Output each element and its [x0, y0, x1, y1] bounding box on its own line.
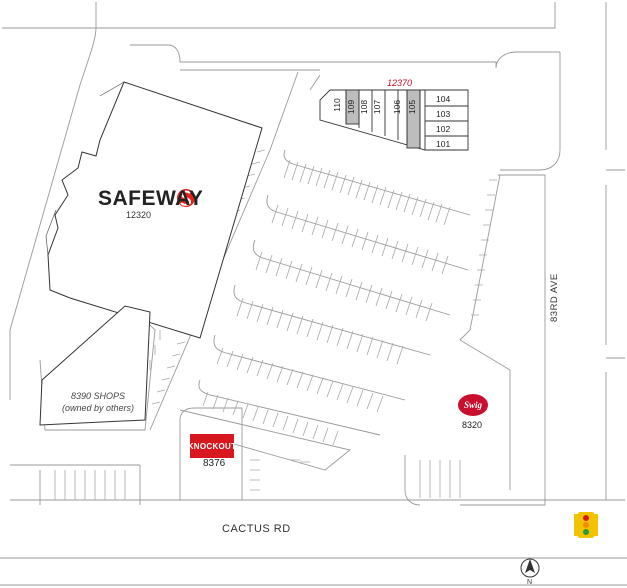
parking-diag-5	[213, 334, 406, 401]
parking-diag-4	[233, 284, 431, 356]
north-arrow-icon	[520, 558, 540, 578]
knockout-logo-badge	[190, 434, 234, 458]
swig-number: 8320	[462, 420, 483, 430]
swig-pad	[404, 339, 511, 506]
safeway-building-inset	[45, 81, 125, 256]
safeway-number: 12320	[126, 210, 152, 220]
suite-label: 105	[407, 99, 418, 115]
east-drive	[460, 174, 546, 506]
traffic-light-icon	[574, 512, 598, 538]
strip-building-number: 12370	[387, 78, 413, 88]
suite-label: 101	[436, 139, 451, 149]
shops-8390-building	[39, 305, 151, 426]
suite-label: 103	[436, 109, 451, 119]
knockout-pad	[179, 407, 243, 501]
safeway-building	[47, 81, 263, 339]
safeway-name: SAFEWAY	[98, 187, 204, 210]
strip-12370-building	[319, 89, 469, 151]
parking-diag-3	[252, 239, 451, 316]
parking-north-strip	[269, 71, 321, 151]
parking-diag-1	[283, 149, 471, 216]
suite-label: 106	[392, 99, 403, 115]
knockout-number: 8376	[203, 458, 226, 469]
suite-label: 108	[359, 99, 370, 115]
suite-label: 102	[436, 124, 451, 134]
north-curb	[2, 2, 556, 29]
east-avenue-inner	[606, 169, 625, 359]
street-label-cactus: CACTUS RD	[222, 523, 291, 535]
inner-north-curb	[130, 44, 560, 69]
swig-logo: Swig	[463, 400, 482, 410]
parking-diag-7	[179, 409, 352, 471]
street-label-83rd: 83RD AVE	[549, 273, 560, 322]
knockout-logo: KNOCKOUT	[187, 441, 237, 451]
suite-label: 110	[331, 98, 342, 112]
suite-label: 109	[346, 99, 357, 115]
suite-label: 107	[372, 99, 383, 115]
parking-diag-6	[198, 379, 381, 436]
shops-name: 8390 SHOPS	[70, 391, 126, 401]
safeway-s-icon	[177, 189, 195, 207]
shops-note: (owned by others)	[61, 403, 135, 413]
west-curb	[9, 2, 97, 400]
parking-diag-2	[266, 194, 469, 271]
parking-east-curb	[459, 174, 501, 341]
swig-logo-badge	[458, 394, 488, 416]
suite-105-highlight	[406, 89, 421, 149]
parcel-south-left-2	[39, 465, 141, 505]
east-avenue-west	[500, 52, 561, 171]
north-label: N	[527, 579, 532, 586]
suite-label: 104	[436, 94, 451, 104]
